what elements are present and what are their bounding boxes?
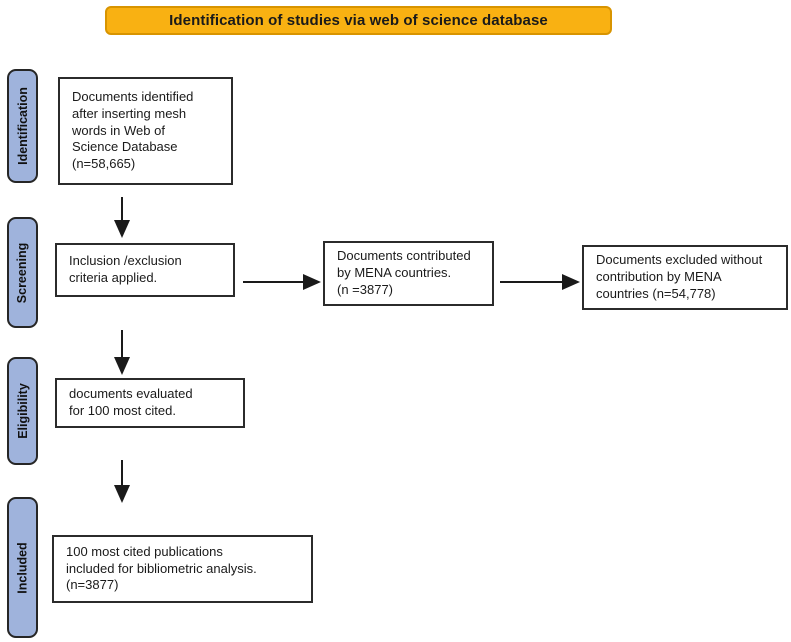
stage-label-text: Eligibility: [15, 383, 30, 439]
stage-label-included: Included: [7, 497, 38, 638]
box-most-cited-included: 100 most cited publications included for…: [52, 535, 313, 603]
box-documents-identified: Documents identified after inserting mes…: [58, 77, 233, 185]
box-text: Documents identified after inserting mes…: [72, 88, 194, 172]
box-text: Inclusion /exclusion criteria applied.: [69, 253, 182, 285]
box-documents-contributed-mena: Documents contributed by MENA countries.…: [323, 241, 494, 306]
title-banner: Identification of studies via web of sci…: [105, 6, 612, 35]
stage-label-identification: Identification: [7, 69, 38, 183]
stage-label-text: Screening: [15, 242, 30, 303]
stage-label-eligibility: Eligibility: [7, 357, 38, 465]
box-text: Documents excluded without contribution …: [596, 252, 763, 301]
stage-label-screening: Screening: [7, 217, 38, 328]
box-inclusion-exclusion-criteria: Inclusion /exclusion criteria applied.: [55, 243, 235, 297]
box-documents-evaluated: documents evaluated for 100 most cited.: [55, 378, 245, 428]
box-documents-excluded: Documents excluded without contribution …: [582, 245, 788, 310]
stage-label-text: Identification: [15, 87, 30, 165]
box-text: 100 most cited publications included for…: [66, 543, 257, 593]
box-text: Documents contributed by MENA countries.…: [337, 248, 471, 297]
stage-label-text: Included: [15, 541, 30, 594]
box-text: documents evaluated for 100 most cited.: [69, 386, 193, 418]
